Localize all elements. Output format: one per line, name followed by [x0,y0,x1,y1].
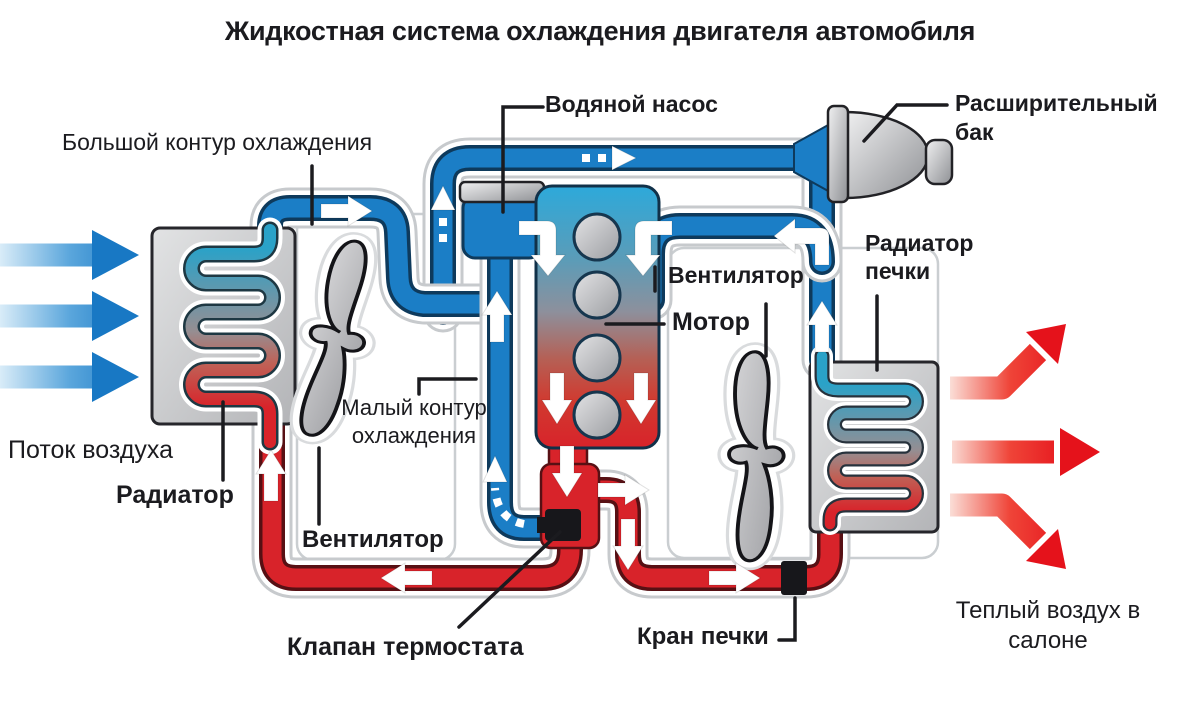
label-expansion-tank: Расширительный бак [955,90,1158,145]
heater-coil [811,345,928,535]
leader-heater-valve [777,596,797,642]
leader-expansion-tank [862,103,949,143]
thermostat-valve [545,509,581,541]
heater-fan [720,350,792,562]
label-fan-right: Вентилятор [668,262,804,288]
leader-lines [221,103,949,642]
pipes [249,137,851,599]
heater-valve [781,561,807,595]
label-thermostat-valve: Клапан термостата [287,633,524,661]
air-flow-arrows [0,230,139,402]
expansion-tank [826,104,954,204]
label-fan-left: Вентилятор [302,526,444,553]
cylinder [572,390,622,440]
warm-air-arrows [950,324,1100,569]
label-radiator: Радиатор [116,481,234,509]
radiator [150,217,297,455]
pipe-big-circuit [249,187,521,325]
leader-thermostat [457,530,562,629]
tank-junction [793,122,831,194]
diagram-title: Жидкостная система охлаждения двигателя … [224,16,976,46]
label-water-pump: Водяной насос [545,91,718,117]
label-small-circuit: Малый контур охлаждения [341,395,487,448]
pipe-pump-to-tank [422,137,831,333]
label-warm-air: Теплый воздух в салоне [955,597,1141,654]
label-heater-radiator: Радиатор печки [865,230,974,284]
leader-small-circuit [417,377,478,396]
cylinder [572,270,622,320]
thermostat-junction [537,462,601,550]
label-motor: Мотор [672,308,750,336]
label-air-flow: Поток воздуха [8,436,174,464]
leader-water-pump [501,105,545,214]
flow-arrows [255,145,838,594]
heater-radiator [808,345,940,535]
radiator-coil [179,217,285,455]
cylinder [572,333,622,383]
label-big-circuit: Большой контур охлаждения [62,129,373,155]
cylinder [572,212,622,262]
label-heater-valve: Кран печки [637,623,769,650]
